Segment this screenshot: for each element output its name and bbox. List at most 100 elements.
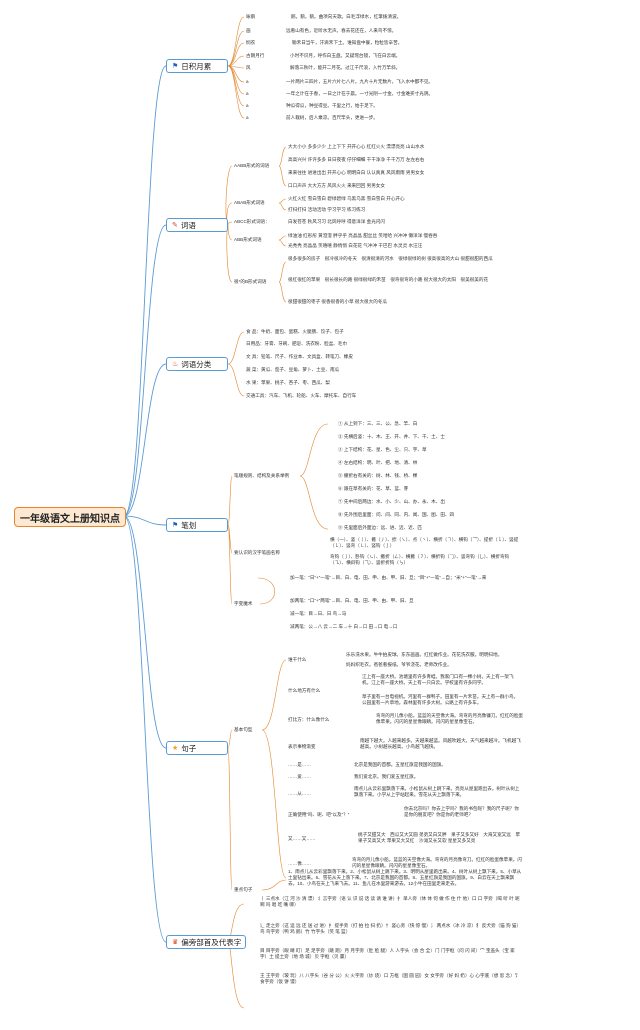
- pattern-example: 江上有一座大桥。池塘里有许多青蛙。我家门口有一棵小树。天上有一架飞机。江上有一座…: [362, 674, 514, 685]
- pattern-label: 什么地方有什么: [288, 688, 321, 693]
- abcc-words: 白发苍苍 秋风习习 北风呼呼 得意洋洋 金光闪闪: [288, 219, 385, 224]
- category-row: 文 具：铅笔、尺子、作业本、文具盒、转笔刀、橡皮: [246, 354, 353, 359]
- branch-label: 日积月累: [181, 61, 212, 71]
- saying-text: 一片两片三四片，五片六片七八片。九片十片无数片，飞入水中都不见。: [286, 79, 434, 84]
- pattern-label: 正确使用“吗、呢、吧”以及“？”: [288, 812, 350, 817]
- pattern-example: 你去北京吗？你去上学吗？我的书包呢？我的尺子呢？你是你的朋友吧？你是你的老师吧？: [404, 806, 519, 817]
- poem-title: 古朗月行: [246, 53, 265, 58]
- poem-text: 远看山有色，近听水无声。春去花还在，人来鸟不惊。: [286, 28, 397, 33]
- branch-label: 偏旁部首及代表字: [181, 937, 242, 947]
- fire-icon: ♨: [172, 360, 179, 368]
- pencil-ruler-icon: ✎: [172, 221, 178, 229]
- category-row: 水 果：苹果、桃子、杏子、枣、西瓜、梨: [246, 380, 330, 385]
- pattern-label: ……像……: [288, 861, 311, 866]
- stroke-rule: ⑤ 撇折右有关的：树、林、钱、桥、棵: [338, 473, 418, 478]
- abb-words: 光秃秃 亮晶晶 笑嘻嘻 静悄悄 白花花 气冲冲 干巴巴 水灵灵 水汪汪: [288, 243, 423, 248]
- abb-label: ABB形式词语: [234, 237, 262, 242]
- trophy-icon: ♛: [172, 938, 179, 946]
- branch-label: 句子: [181, 743, 197, 753]
- hen-de-words: 很红很红的苹果 很长很长的路 很绿很绿的禾苗 很弯很弯的小路 很大很大的太阳 很…: [288, 277, 489, 282]
- saying-text: 种瓜得瓜，种豆得豆。千里之行，始于足下。: [286, 103, 378, 108]
- aabb-words: 高高兴兴 许许多多 日日夜夜 仔仔细细 干干净净 千千万万 左左右右: [288, 157, 425, 162]
- key-sentences-label: 重点句子: [234, 887, 253, 892]
- stroke-rules-label: 笔顺规则、结构及关系举例: [234, 473, 290, 478]
- branch-radicals[interactable]: ♛ 偏旁部首及代表字: [166, 935, 246, 949]
- poem-title: 风: [246, 65, 251, 70]
- pattern-label: 表示事物渐变: [288, 744, 316, 749]
- pattern-example: 我们爱北京。我们爱五星红旗。: [354, 774, 419, 779]
- abab-words: 打扫打扫 活动活动 学习学习 练习练习: [288, 207, 366, 212]
- pattern-example: 弯弯的月儿像小船。蓝蓝的天空像大海。弯弯的月亮像弯刀。红红的脸蛋像苹果。闪闪的星…: [352, 857, 522, 868]
- star-icon: ★: [172, 744, 179, 752]
- hen-de-words: 很甜很甜的枣子 很香很香的小草 很大很大的冬瓜: [288, 299, 388, 304]
- pattern-example: 桃子又甜又大 西瓜又大又圆 弟弟又白又胖 果子又多又好 大海又宽又远 苹果子又高…: [358, 832, 521, 843]
- saying-text: 前人栽树，后人乘凉。百尺竿头，更进一步。: [286, 115, 378, 120]
- pattern-example: 乐乐洗水果。牛牛拍皮球。东东画画。红红做作业。花花洗衣服。明明扫地。: [346, 652, 503, 657]
- pattern-example: 雨越下越大。人越来越多。天越来越蓝。风越吹越大。天气越来越冷。飞机越飞越高。小树…: [360, 738, 521, 749]
- poem-text: 解落三秋叶，能开二月花。过江千尺浪，入竹万竿斜。: [290, 65, 401, 70]
- stroke-rule: ④ 左右结构：明、叶、把、地、清、林: [338, 460, 418, 465]
- pattern-label: 又……又……: [288, 836, 316, 841]
- pattern-example: 草子里有一台电视机。河里有一群鸭子。田里有一片禾苗。天上有一群小鸟。公园里有一片…: [362, 694, 519, 705]
- flag-icon: ⚑: [172, 62, 179, 70]
- hen-de-label: 很*的B形式词语: [234, 279, 267, 284]
- aabb-words: 大大小小 多多少少 上上下下 开开心心 红红火火 漂漂亮亮 山山水水: [288, 144, 425, 149]
- root-topic[interactable]: 一年级语文上册知识点: [14, 507, 126, 527]
- stroke-names: 横（一）、竖（丨）、撇（丿）、捺（㇏）、点（丶）、横折（㇕）、横钩（乛）、提折（…: [330, 537, 519, 548]
- category-row: 交通工具：汽车、飞机、轮船、火车、摩托车、自行车: [246, 393, 357, 398]
- saying-marker: a: [246, 79, 249, 84]
- pattern-example: 雨点儿从云彩里飘落下来。小松鼠从树上跳下来。亮亮从屋里跑出去。树叶从树上飘落下来…: [354, 786, 520, 797]
- pattern-example: 弯弯的月儿像小船。蓝蓝的天空像大海。弯弯的月亮像镰刀。红红的脸蛋像苹果。闪闪的星…: [376, 713, 524, 724]
- branch-label: 笔划: [181, 520, 197, 530]
- branch-label: 词语: [180, 220, 196, 230]
- poem-text: 锄禾日当午，汗滴禾下土。谁知盘中餐，粒粒皆辛苦。: [292, 40, 403, 45]
- saying-marker: a: [246, 115, 249, 120]
- saying-text: 一年之计在于春，一日之计在于晨。一寸光阴一寸金，寸金难买寸光阴。: [286, 91, 434, 96]
- char-magic-label: 字变魔术: [234, 601, 253, 606]
- stroke-rule: ② 先横后竖：十、木、王、开、井、下、千、土、士: [338, 434, 445, 439]
- saying-marker: a: [246, 91, 249, 96]
- stroke-rule: ⑨ 先里面后外面边：远、进、迈、近、匹: [338, 525, 422, 530]
- category-row: 食 品：牛奶、面包、蛋糕、火腿肠、饺子、包子: [246, 329, 344, 334]
- radicals-row: 目 目字旁（眼 睛 盯）足 足字旁（跳 跑）月 月字旁（肚 脸 腿）人 人字头（…: [260, 948, 515, 959]
- stroke-rule: ① 从上到下：三、三、公、急、竿、白: [338, 421, 418, 426]
- hen-de-words: 很多很多的房子 很冷很冷的冬天 很清很清的河水 很绿很绿的树 很高很高的大山 很…: [288, 256, 493, 261]
- category-row: 蔬 菜：黄瓜、茄子、豆角、萝卜、土豆、南瓜: [246, 367, 340, 372]
- branch-sentences[interactable]: ★ 句子: [166, 741, 228, 755]
- branch-strokes[interactable]: ⚑ 笔划: [166, 518, 228, 532]
- aabb-label: AABB形式的词语: [234, 163, 270, 168]
- pattern-label: ……爱……: [288, 774, 311, 779]
- aabb-words: 来来往往 进进出出 开开心心 明明白白 认认真真 风风雨雨 男男女女: [288, 170, 425, 175]
- branch-words[interactable]: ✎ 词语: [166, 218, 228, 232]
- branch-word-categories[interactable]: ♨ 词语分类: [166, 357, 228, 371]
- branch-daily-accumulation[interactable]: ⚑ 日积月累: [166, 59, 228, 73]
- basic-patterns-label: 基本句型: [234, 727, 253, 732]
- saying-marker: a: [246, 103, 249, 108]
- abab-words: 火红火红 雪白雪白 碧绿碧绿 乌黑乌黑 雪白雪白 开心开心: [288, 196, 405, 201]
- radicals-row: 辶 走之旁（这 运 远 还 送 过 进）扌 提手旁（打 拍 拉 扫 扔）忄 竖心…: [260, 923, 522, 934]
- stroke-rule: ⑦ 先中间后两边：水、小、少、山、办、永、木、出: [338, 499, 445, 504]
- char-magic-row: 减两笔：公→八 云→二 车→十 白→口 田→口 电→口: [290, 624, 398, 629]
- stroke-rule: ⑥ 跟在草有关的：花、草、蓝、芽: [338, 486, 409, 491]
- char-magic-row: 加两笔：“口”+“两笔”→目、白、电、田、申、由、甲、旧、旦: [290, 598, 414, 603]
- stroke-rule: ③ 上下结构：花、星、色、尘、只、宇、草: [338, 447, 427, 452]
- pattern-label: 谁干什么: [288, 657, 307, 662]
- poem-text: 小时不识月，呼作白玉盘。又疑瑶台镜，飞在白云端。: [290, 53, 401, 58]
- stroke-names-label: 要认识的汉字笔画名称: [234, 550, 280, 555]
- poem-text: 鹅，鹅，鹅。曲项向天歌。白毛浮绿水，红掌拨清波。: [291, 14, 402, 19]
- radicals-row: 王 王字旁（玻 玩）八 八字头（谷 分 公）火 火字旁（炒 烧）口 方框（国 圆…: [260, 973, 520, 984]
- flag-icon: ⚑: [172, 521, 179, 529]
- key-sentences: 1、雨点儿从云彩里飘落下来。2、小松鼠从树上跳下来。3、明明从屋里跑出来。4、树…: [288, 869, 522, 886]
- branch-label: 词语分类: [181, 359, 212, 369]
- poem-title: 咏鹅: [246, 14, 256, 19]
- pattern-label: 打比方：什么像什么: [288, 717, 330, 722]
- radicals-row: 丨 三点水（江 河 沙 清 漂）丬 言字旁（语 认 识 说 话 读 请 谁 讲）…: [260, 896, 520, 907]
- pattern-example: 妈妈织毛衣。爸爸看报纸。爷爷浇花。老师改作业。: [346, 662, 452, 667]
- char-magic-row: 加一笔：“日”+“一笔”→目、白、电、田、申、由、甲、旧、旦；“目”+“一笔”→…: [290, 575, 487, 580]
- aabb-words: 口口声声 大大方方 风风火火 来来回回 男男女女: [288, 183, 385, 188]
- stroke-rule: ⑧ 先外围后里面：问、间、同、内、闻、国、图、田、四: [338, 512, 455, 517]
- poem-title: 悯农: [246, 40, 256, 45]
- poem-title: 画: [246, 28, 251, 33]
- pattern-label: ……是……: [288, 762, 311, 767]
